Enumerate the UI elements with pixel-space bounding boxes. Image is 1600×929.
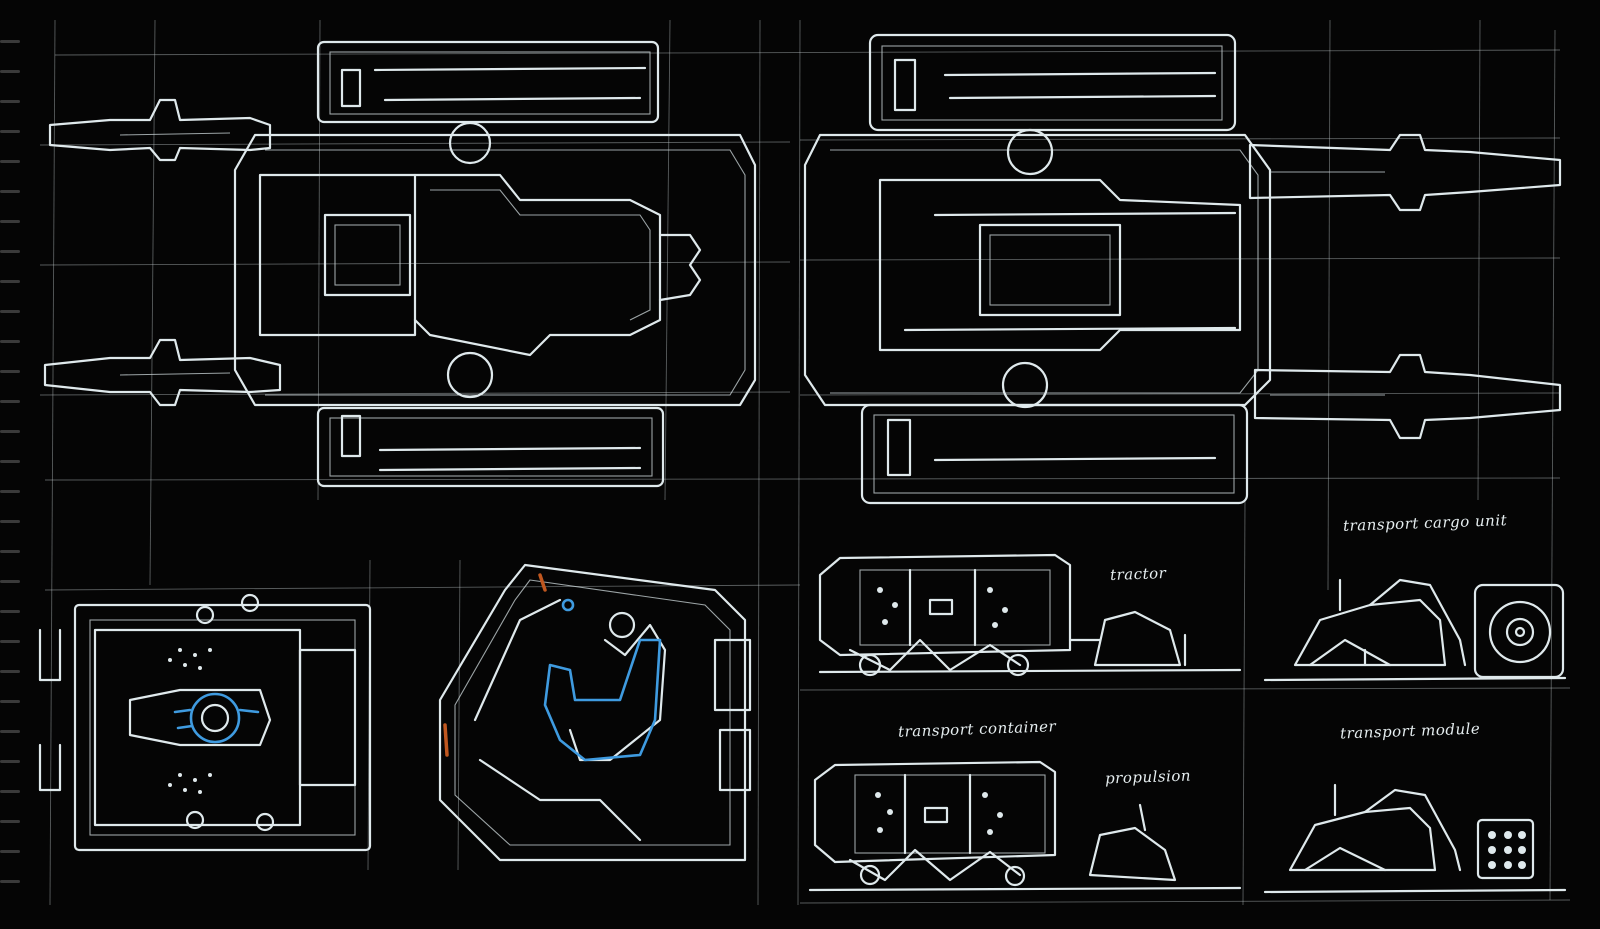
container-side-view [808, 760, 1242, 892]
cockpit-top-view [38, 593, 372, 852]
label-propulsion: propulsion [1104, 766, 1192, 788]
cockpit-side-view [438, 563, 752, 862]
module-side-view [1263, 783, 1567, 894]
construction-guides [39, 19, 1571, 906]
vehicle-top-view-right [803, 33, 1562, 505]
spiral-binding [0, 0, 22, 929]
tractor-and-trailer-side-view-top [818, 553, 1242, 677]
cargo-unit-side-view [1263, 578, 1567, 682]
vehicle-top-view-left [43, 40, 757, 488]
label-tractor: tractor [1109, 564, 1167, 584]
